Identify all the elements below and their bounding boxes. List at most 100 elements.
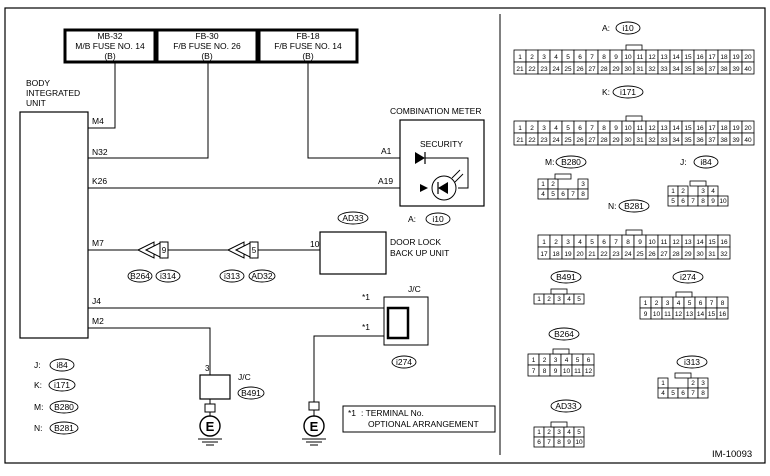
ground-icon bbox=[199, 415, 221, 437]
pin-number: 16 bbox=[719, 311, 727, 318]
lock-tab bbox=[552, 348, 570, 355]
fuse-relay: (B) bbox=[201, 51, 213, 61]
fuse-name: M/B FUSE NO. 14 bbox=[75, 41, 145, 51]
pin-number: 14 bbox=[672, 54, 680, 61]
pin-number: 27 bbox=[660, 251, 668, 258]
ground-label: E bbox=[310, 419, 319, 434]
pin-cell bbox=[717, 246, 731, 260]
pin-number: 30 bbox=[696, 251, 704, 258]
inline-connector-i313-ad32: 5 i313 AD32 bbox=[219, 241, 276, 283]
pin-number: 15 bbox=[708, 239, 716, 246]
legend-conn: i84 bbox=[56, 360, 68, 370]
pin-number: 3 bbox=[542, 125, 546, 132]
pin-number: 7 bbox=[590, 54, 594, 61]
pin-number: 35 bbox=[684, 66, 692, 73]
connector-prefix: K: bbox=[602, 87, 610, 97]
pin-number: 8 bbox=[701, 198, 705, 205]
pin-number: 5 bbox=[566, 125, 570, 132]
jc-label: J/C bbox=[238, 372, 251, 382]
pin-cell bbox=[573, 293, 585, 305]
inline-conn-right: i314 bbox=[160, 271, 176, 281]
connector-name: i84 bbox=[700, 157, 712, 167]
connector-legend: J: i84 K: i171 M: B280 N: B281 bbox=[34, 358, 79, 435]
pin-number: 14 bbox=[696, 239, 704, 246]
pin-number: 4 bbox=[554, 54, 558, 61]
pin-number: 10 bbox=[653, 311, 661, 318]
pin-number: 11 bbox=[664, 311, 671, 318]
pin-number: 37 bbox=[708, 137, 716, 144]
pin-number: 8 bbox=[721, 300, 725, 307]
pin-n32: N32 bbox=[92, 147, 108, 157]
connector-prefix: J: bbox=[680, 157, 687, 167]
pin-number: 7 bbox=[691, 390, 695, 397]
meter-conn-prefix: A: bbox=[408, 214, 416, 224]
pin-number: 1 bbox=[518, 54, 522, 61]
pin-number: 21 bbox=[516, 137, 524, 144]
pin-number: 15 bbox=[708, 311, 716, 318]
diagram-id: IM-10093 bbox=[712, 449, 752, 460]
pin-number: 9 bbox=[614, 54, 618, 61]
pin-number: 40 bbox=[744, 137, 752, 144]
pin-number: 18 bbox=[720, 125, 728, 132]
meter-pin-a19: A19 bbox=[378, 176, 393, 186]
pin-number: 3 bbox=[557, 429, 561, 436]
legend-prefix: J: bbox=[34, 360, 41, 370]
pin-number: 4 bbox=[565, 357, 569, 364]
outer-frame bbox=[4, 7, 766, 464]
ground-2: E bbox=[302, 401, 326, 446]
pin-number: 12 bbox=[648, 125, 656, 132]
pin-number: 11 bbox=[637, 125, 644, 132]
pin-number: 4 bbox=[567, 429, 571, 436]
pin-number: 4 bbox=[578, 239, 582, 246]
pin-number: 11 bbox=[661, 239, 668, 246]
connector-badge bbox=[618, 199, 650, 213]
pin-number: 1 bbox=[537, 296, 541, 303]
inline-pin: 9 bbox=[162, 246, 167, 255]
connector-badge bbox=[555, 155, 587, 169]
door-lock-label-1: DOOR LOCK bbox=[390, 237, 441, 247]
pin-number: 5 bbox=[671, 198, 675, 205]
pin-number: 17 bbox=[708, 125, 716, 132]
pin-number: 5 bbox=[576, 357, 580, 364]
pin-number: 10 bbox=[648, 239, 656, 246]
pin-number: 2 bbox=[530, 125, 534, 132]
connector-badge bbox=[693, 155, 719, 169]
pin-number: 7 bbox=[590, 125, 594, 132]
pin-number: 4 bbox=[711, 188, 715, 195]
pin-number: 21 bbox=[516, 66, 524, 73]
note-text-1: : TERMINAL No. bbox=[361, 408, 424, 418]
pin-number: 22 bbox=[528, 66, 536, 73]
pin-number: 24 bbox=[552, 66, 560, 73]
pin-number: 20 bbox=[744, 125, 752, 132]
pin-cell bbox=[741, 132, 755, 146]
pin-number: 5 bbox=[671, 390, 675, 397]
connector-name: B491 bbox=[556, 272, 576, 282]
unit-label-3: UNIT bbox=[26, 98, 46, 108]
pin-number: 27 bbox=[588, 137, 596, 144]
pin-number: 2 bbox=[547, 429, 551, 436]
pin-number: 28 bbox=[600, 137, 608, 144]
connector-badge bbox=[676, 355, 708, 369]
pin-number: 33 bbox=[660, 66, 668, 73]
pin-number: 32 bbox=[720, 251, 728, 258]
lock-tab bbox=[674, 372, 692, 379]
connector-name: B280 bbox=[561, 157, 581, 167]
pin-k26: K26 bbox=[92, 176, 107, 186]
joint-connector-b491: 3 J/C B491 E bbox=[198, 364, 265, 446]
pin-number: 26 bbox=[576, 66, 584, 73]
pin-number: 3 bbox=[557, 296, 561, 303]
pin-number: 12 bbox=[648, 54, 656, 61]
lock-tab bbox=[675, 291, 693, 298]
note-star: *1 bbox=[348, 408, 356, 418]
combination-meter: COMBINATION METER SECURITY A1 A19 A: i10 bbox=[378, 106, 485, 226]
fuse-name: F/B FUSE NO. 14 bbox=[274, 41, 342, 51]
pin-number: 8 bbox=[557, 439, 561, 446]
pin-number: 13 bbox=[686, 311, 694, 318]
lock-tab bbox=[625, 115, 643, 122]
inline-conn-right: AD32 bbox=[251, 271, 273, 281]
pin-number: 3 bbox=[566, 239, 570, 246]
pin-number: 13 bbox=[660, 125, 668, 132]
